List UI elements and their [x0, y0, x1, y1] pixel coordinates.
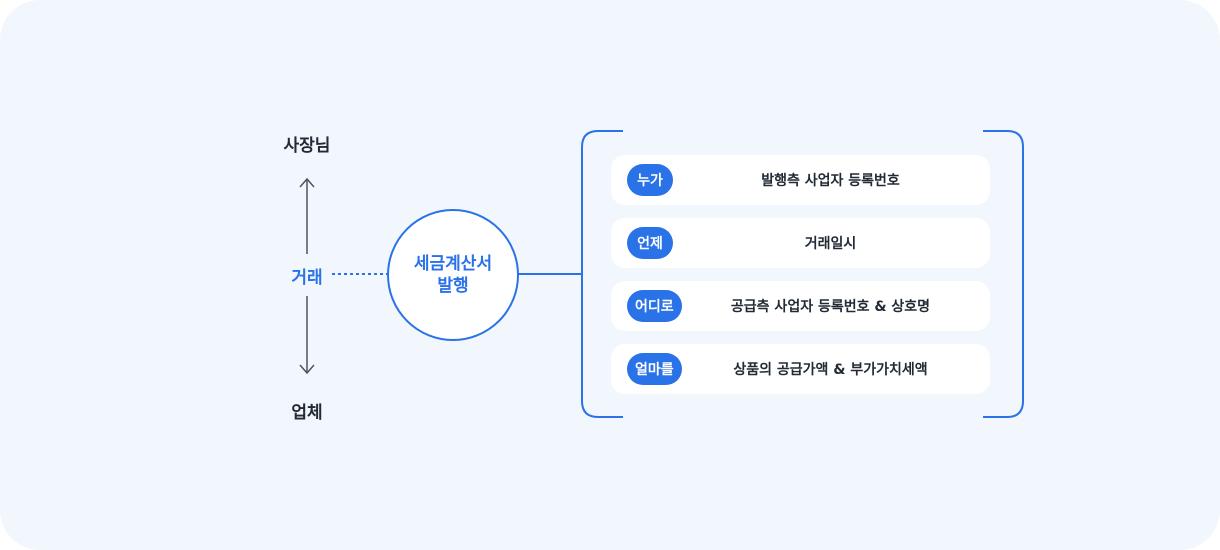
info-row-where: 어디로 공급측 사업자 등록번호 & 상호명: [611, 281, 990, 331]
info-row-who: 누가 발행측 사업자 등록번호: [611, 155, 990, 205]
arrow-up-head: [299, 177, 315, 188]
badge-who: 누가: [627, 164, 673, 196]
trade-label: 거래: [291, 268, 323, 288]
row-text-where: 공급측 사업자 등록번호 & 상호명: [730, 299, 931, 315]
badge-when: 언제: [627, 227, 673, 259]
badge-where: 어디로: [627, 290, 682, 322]
bottom-party-label: 업체: [291, 403, 323, 423]
row-text-who: 발행측 사업자 등록번호: [761, 173, 900, 189]
circle-line2: 발행: [437, 276, 469, 296]
row-text-when: 거래일시: [804, 236, 857, 252]
tax-invoice-circle: 세금계산서 발행: [387, 209, 519, 341]
left-bracket: [581, 130, 623, 418]
info-row-when: 언제 거래일시: [611, 218, 990, 268]
top-party-label: 사장님: [283, 136, 331, 156]
row-text-howmuch: 상품의 공급가액 & 부가가치세액: [733, 362, 928, 378]
info-row-howmuch: 얼마를 상품의 공급가액 & 부가가치세액: [611, 344, 990, 394]
arrow-down-head: [299, 364, 315, 375]
right-bracket: [983, 130, 1024, 418]
circle-line1: 세금계산서: [413, 254, 493, 274]
badge-howmuch: 얼마를: [627, 353, 682, 385]
